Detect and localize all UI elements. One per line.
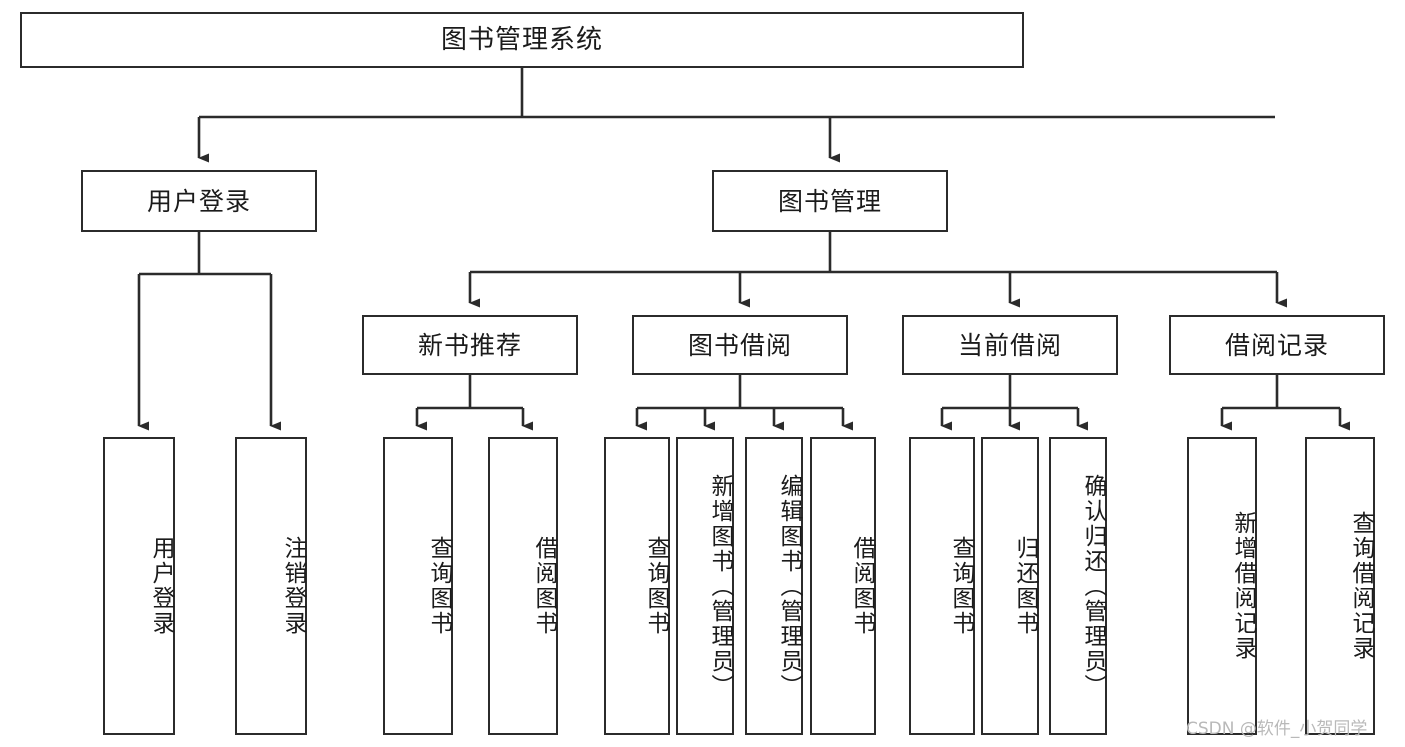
node-user-login-label: 用户登录 xyxy=(146,186,251,216)
node-current-borrow[interactable]: 当前借阅 xyxy=(902,315,1118,375)
leaf-add-book-admin[interactable]: 新增图书（管理员） xyxy=(676,437,734,735)
leaf-new-book-query[interactable]: 查询图书 xyxy=(383,437,453,735)
leaf-current-query-book[interactable]: 查询图书 xyxy=(909,437,975,735)
node-book-management[interactable]: 图书管理 xyxy=(712,170,948,232)
leaf-query-borrow-record-label: 查询借阅记录 xyxy=(1348,511,1374,661)
node-root[interactable]: 图书管理系统 xyxy=(20,12,1024,68)
leaf-borrow-query-book[interactable]: 查询图书 xyxy=(604,437,670,735)
node-borrow-record-label: 借阅记录 xyxy=(1224,330,1329,360)
leaf-logout[interactable]: 注销登录 xyxy=(235,437,307,735)
leaf-user-login-label: 用户登录 xyxy=(148,536,174,636)
leaf-query-borrow-record[interactable]: 查询借阅记录 xyxy=(1305,437,1375,735)
node-book-borrow-label: 图书借阅 xyxy=(687,330,792,360)
node-new-book-recommend-label: 新书推荐 xyxy=(417,330,522,360)
node-root-label: 图书管理系统 xyxy=(440,25,603,55)
leaf-add-borrow-record-label: 新增借阅记录 xyxy=(1230,511,1256,661)
csdn-watermark: CSDN @软件_小贺同学 xyxy=(1186,719,1368,739)
node-book-borrow[interactable]: 图书借阅 xyxy=(632,315,848,375)
node-book-management-label: 图书管理 xyxy=(777,186,882,216)
node-user-login[interactable]: 用户登录 xyxy=(81,170,317,232)
leaf-edit-book-admin[interactable]: 编辑图书（管理员） xyxy=(745,437,803,735)
leaf-borrow-query-book-label: 查询图书 xyxy=(643,536,669,636)
leaf-logout-label: 注销登录 xyxy=(280,536,306,636)
node-borrow-record[interactable]: 借阅记录 xyxy=(1169,315,1385,375)
leaf-new-book-borrow-label: 借阅图书 xyxy=(531,536,557,636)
leaf-borrow-book[interactable]: 借阅图书 xyxy=(810,437,876,735)
leaf-add-borrow-record[interactable]: 新增借阅记录 xyxy=(1187,437,1257,735)
leaf-return-book[interactable]: 归还图书 xyxy=(981,437,1039,735)
leaf-user-login[interactable]: 用户登录 xyxy=(103,437,175,735)
node-current-borrow-label: 当前借阅 xyxy=(957,330,1062,360)
leaf-return-book-label: 归还图书 xyxy=(1012,536,1038,636)
leaf-add-book-admin-label: 新增图书（管理员） xyxy=(707,473,733,699)
leaf-borrow-book-label: 借阅图书 xyxy=(849,536,875,636)
leaf-current-query-book-label: 查询图书 xyxy=(948,536,974,636)
leaf-confirm-return-admin-label: 确认归还（管理员） xyxy=(1080,473,1106,699)
node-new-book-recommend[interactable]: 新书推荐 xyxy=(362,315,578,375)
leaf-edit-book-admin-label: 编辑图书（管理员） xyxy=(776,473,802,699)
leaf-new-book-borrow[interactable]: 借阅图书 xyxy=(488,437,558,735)
leaf-confirm-return-admin[interactable]: 确认归还（管理员） xyxy=(1049,437,1107,735)
leaf-new-book-query-label: 查询图书 xyxy=(426,536,452,636)
